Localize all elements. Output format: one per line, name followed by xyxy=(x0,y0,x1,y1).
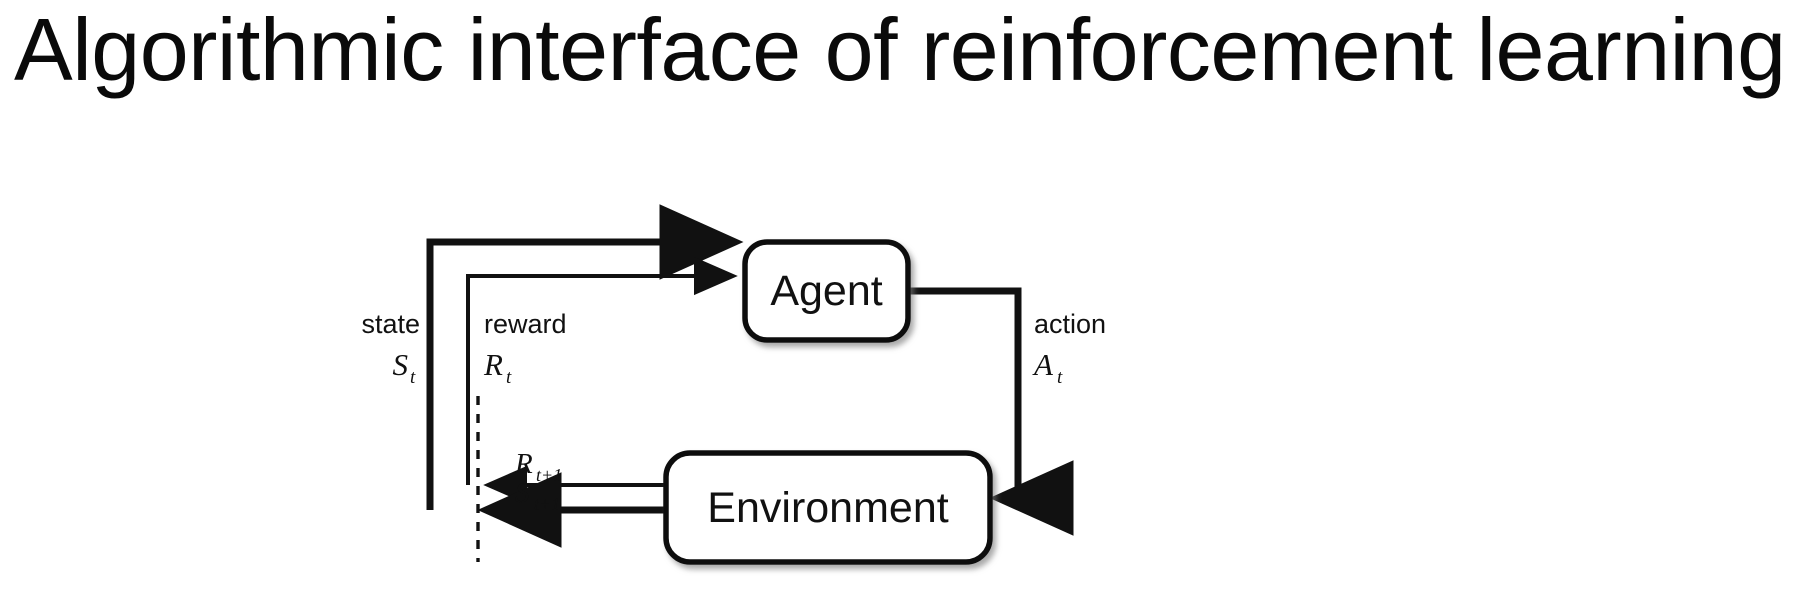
next-state-symbol-subscript: t+1 xyxy=(534,494,560,514)
environment-node[interactable]: Environment xyxy=(663,450,993,565)
reward-symbol: R xyxy=(483,347,503,382)
action-symbol-subscript: t xyxy=(1057,367,1063,388)
environment-box[interactable] xyxy=(663,450,993,565)
action-edge xyxy=(908,287,1074,536)
state-edge xyxy=(426,204,744,510)
state-label: state xyxy=(361,309,420,339)
next-reward-symbol-subscript: t+1 xyxy=(536,465,562,485)
reward-edge xyxy=(466,256,738,485)
page-title: Algorithmic interface of reinforcement l… xyxy=(14,0,1786,99)
state-label-group: state S t xyxy=(361,309,420,388)
agent-node[interactable]: Agent xyxy=(742,239,911,343)
rl-diagram-svg: Agent Environment state S t reward R t xyxy=(361,204,1106,565)
agent-label: Agent xyxy=(770,267,882,315)
next-reward-label-group: R t+1 xyxy=(514,448,562,485)
next-state-label-group: S t+1 xyxy=(515,477,560,514)
action-symbol: A xyxy=(1032,347,1054,382)
state-symbol: S xyxy=(393,347,409,382)
reward-symbol-subscript: t xyxy=(506,367,512,388)
reward-label-group: reward R t xyxy=(483,309,567,388)
next-reward-symbol: R xyxy=(514,448,533,480)
rl-diagram: Agent Environment state S t reward R t xyxy=(0,150,1820,594)
next-state-symbol: S xyxy=(515,477,530,509)
environment-label: Environment xyxy=(707,484,948,532)
reward-label: reward xyxy=(484,309,567,339)
state-symbol-subscript: t xyxy=(410,367,416,388)
agent-box[interactable] xyxy=(742,239,911,343)
action-label: action xyxy=(1034,309,1106,339)
action-label-group: action A t xyxy=(1032,309,1106,388)
